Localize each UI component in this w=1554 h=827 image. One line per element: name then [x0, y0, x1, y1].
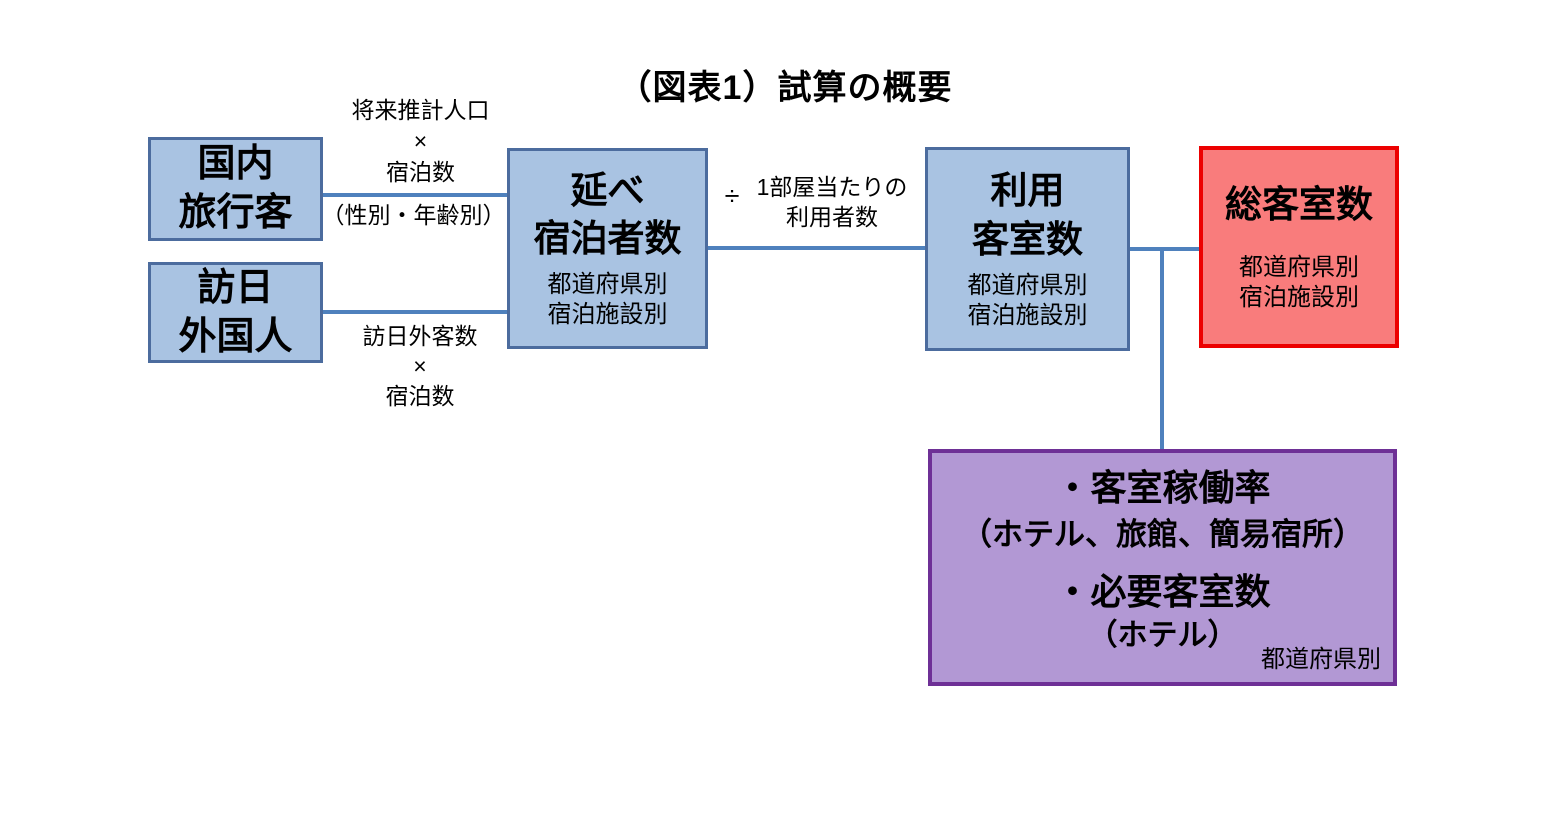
multiply-operator: × [413, 128, 428, 154]
box-guests-sub1: 都道府県別 [547, 271, 668, 299]
connector-domestic-to-guests [321, 193, 509, 197]
box-guests-line2: 宿泊者数 [533, 218, 682, 259]
results-prefecture-note: 都道府県別 [1261, 646, 1381, 673]
box-used-subtext: 都道府県別 宿泊施設別 [968, 271, 1088, 331]
box-results: ・客室稼働率 （ホテル、旅館、簡易宿所） ・必要客室数 （ホテル） 都道府県別 [928, 449, 1397, 686]
label-divide-formula: 1部屋当たりの 利用者数 [742, 172, 922, 232]
label-divide-formula-line1: 1部屋当たりの [756, 174, 908, 200]
multiply-operator: × [413, 353, 427, 379]
connector-inbound-to-guests [321, 310, 509, 314]
box-used-sub2: 宿泊施設別 [967, 301, 1088, 329]
box-inbound-label: 訪日 外国人 [178, 264, 292, 361]
results-required-rooms: ・必要客室数 [1054, 570, 1271, 612]
results-occupancy-scope: （ホテル、旅館、簡易宿所） [961, 516, 1364, 552]
results-required-scope: （ホテル） [1087, 619, 1238, 653]
box-used-sub1: 都道府県別 [967, 271, 1088, 299]
box-total-rooms-label: 総客室数 [1225, 183, 1373, 225]
box-guests-label: 延べ 宿泊者数 [534, 167, 682, 263]
box-guests-subtext: 都道府県別 宿泊施設別 [548, 270, 668, 330]
box-domestic-line2: 旅行客 [178, 192, 293, 234]
box-total-rooms-sub1: 都道府県別 [1239, 254, 1359, 282]
box-inbound-foreigners: 訪日 外国人 [148, 262, 323, 363]
box-total-rooms: 総客室数 都道府県別 宿泊施設別 [1199, 146, 1399, 348]
box-used-line1: 利用 [990, 170, 1065, 212]
label-domestic-formula-line1: 将来推計人口 [351, 97, 490, 123]
box-total-rooms-subtext: 都道府県別 宿泊施設別 [1239, 253, 1359, 313]
connector-used-rooms-to-total-rooms [1128, 247, 1201, 251]
label-domestic-detail: （性別・年齢別） [321, 202, 506, 228]
results-occupancy-rate: ・客室稼働率 [1054, 467, 1271, 508]
label-inbound-formula-line2: 宿泊数 [385, 383, 455, 409]
label-domestic-formula: 将来推計人口 × 宿泊数 [328, 95, 513, 188]
label-inbound-formula: 訪日外客数 × 宿泊数 [335, 321, 505, 411]
label-divide-formula-line2: 利用者数 [786, 204, 878, 230]
box-total-overnight-guests: 延べ 宿泊者数 都道府県別 宿泊施設別 [507, 148, 708, 349]
label-domestic-formula-line2: 宿泊数 [386, 159, 455, 185]
box-guests-sub2: 宿泊施設別 [547, 301, 668, 329]
box-used-label: 利用 客室数 [972, 167, 1083, 263]
connector-guests-to-used-rooms [706, 246, 927, 250]
box-inbound-line2: 外国人 [178, 315, 293, 358]
divide-operator: ÷ [724, 181, 740, 211]
box-domestic-line1: 国内 [197, 143, 274, 186]
label-inbound-formula-line1: 訪日外客数 [362, 323, 478, 349]
diagram-title: （図表1）試算の概要 [617, 69, 953, 107]
box-domestic-label: 国内 旅行客 [178, 140, 292, 237]
box-domestic-travelers: 国内 旅行客 [148, 137, 323, 241]
box-inbound-line1: 訪日 [197, 266, 274, 309]
box-used-rooms: 利用 客室数 都道府県別 宿泊施設別 [925, 147, 1130, 351]
box-total-rooms-sub2: 宿泊施設別 [1239, 284, 1359, 312]
connector-branch-to-results [1160, 249, 1164, 451]
box-used-line2: 客室数 [972, 218, 1083, 260]
box-guests-line1: 延べ [570, 169, 645, 211]
